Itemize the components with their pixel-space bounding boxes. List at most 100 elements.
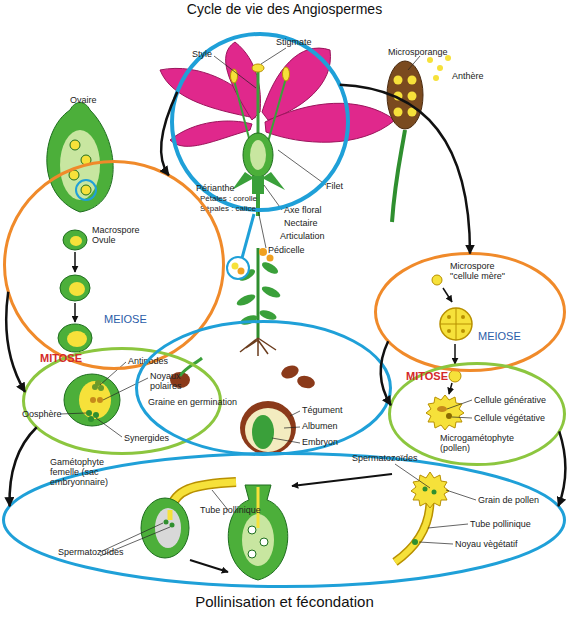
pollen-stages xyxy=(449,383,452,394)
seedling-illustration xyxy=(267,255,274,262)
ovary-illustration xyxy=(76,180,96,200)
seed-illustration xyxy=(290,411,300,416)
pollen-stages xyxy=(461,329,465,333)
cycle-arrow xyxy=(161,92,177,175)
diagram-title: Cycle de vie des Angiospermes xyxy=(0,2,569,17)
anther-illustration xyxy=(408,56,420,70)
seed-illustration xyxy=(272,438,300,443)
node-label: MITOSE xyxy=(406,370,448,382)
fertilization-illustration xyxy=(432,490,437,495)
pollen-stages xyxy=(449,370,461,382)
seedling-illustration xyxy=(232,263,239,270)
node-label: Tube pollinique xyxy=(200,506,261,516)
anther-illustration xyxy=(392,130,405,222)
node-label: Synergides xyxy=(124,434,169,444)
pollen-stages xyxy=(454,344,456,364)
stage-ellipse: MITOSE Cellule générativeCellule végétati… xyxy=(388,362,566,466)
seedling-illustration xyxy=(227,257,249,279)
flower-illustration xyxy=(226,42,261,120)
fertilization-illustration xyxy=(411,472,449,508)
flower-illustration xyxy=(232,172,254,190)
fertilization-illustration xyxy=(168,510,173,520)
pollen-stages xyxy=(456,308,457,340)
fertilization-illustration xyxy=(260,538,268,546)
flower-illustration xyxy=(160,42,395,248)
cycle-arrow xyxy=(381,341,391,405)
part-label: Ovaire xyxy=(70,96,97,106)
fertilization-illustration xyxy=(419,542,453,544)
anther-illustration xyxy=(427,57,433,63)
part-label: Gamétophyte femelle (sac embryonnaire) xyxy=(50,458,134,488)
node-label: Stigmate xyxy=(276,38,312,48)
fertilization-illustration xyxy=(395,500,430,562)
node-label: Macrospore Ovule xyxy=(92,226,156,246)
fertilization-illustration xyxy=(248,550,256,558)
ovule-stages xyxy=(74,303,76,322)
ovule-stages xyxy=(103,378,148,400)
fertilization-illustration xyxy=(446,490,476,500)
ovule-stages xyxy=(67,331,87,347)
ovary-illustration xyxy=(47,103,113,213)
fertilization-illustration xyxy=(423,487,428,492)
anther-illustration xyxy=(433,75,439,81)
ovule-stages xyxy=(69,282,85,296)
ovule-stages xyxy=(90,397,96,403)
ovule-stages xyxy=(64,374,120,426)
node-label: Cellule générative xyxy=(474,396,546,406)
flower-illustration xyxy=(252,64,264,72)
node-label: Albumen xyxy=(302,422,338,432)
pollen-stages xyxy=(447,329,451,333)
anther-illustration xyxy=(408,76,417,85)
node-label: Pétales : corolle xyxy=(200,195,257,204)
ovule-stages xyxy=(70,236,82,246)
node-label: Spermatozoïdes xyxy=(352,454,418,464)
cycle-arrow xyxy=(6,292,25,392)
seedling-illustration xyxy=(238,268,245,275)
node-label: Microgamétophyte (pollen) xyxy=(440,434,540,454)
ovule-stages xyxy=(100,362,126,385)
pollen-stages xyxy=(432,275,442,285)
ovule-stages xyxy=(63,230,87,250)
flower-illustration xyxy=(214,56,256,88)
seedling-illustration xyxy=(240,338,276,356)
node-label: Noyau vègétatif xyxy=(455,540,518,550)
node-label: Embryon xyxy=(302,438,338,448)
flower-illustration xyxy=(283,67,290,81)
ovule-stages xyxy=(60,413,86,414)
seedling-illustration xyxy=(258,308,278,322)
ovary-illustration xyxy=(81,185,91,195)
fertilization-illustration xyxy=(190,560,228,572)
diagram-caption: Pollinisation et fécondation xyxy=(0,594,569,611)
flower-illustration xyxy=(268,78,286,142)
ellipse-outline xyxy=(172,34,348,210)
node-label: Périanthe xyxy=(196,184,235,194)
ovule-stages xyxy=(58,230,148,437)
node-label: Microspore "cellule mère" xyxy=(450,262,522,282)
ovule-stages xyxy=(97,397,103,403)
seedling-illustration xyxy=(260,260,280,276)
ellipse-outline xyxy=(5,162,224,369)
node-label: Pédicelle xyxy=(268,246,305,256)
node-label: Grain de pollen xyxy=(478,496,539,506)
node-label: Style xyxy=(192,50,212,60)
anther-illustration xyxy=(437,65,443,71)
seed-illustration xyxy=(296,374,316,390)
flower-illustration xyxy=(258,210,266,248)
stage-ellipse: Macrospore OvuleMEIOSE xyxy=(3,160,225,370)
pollen-stages xyxy=(437,406,447,412)
node-label: Cellule végétative xyxy=(474,414,545,424)
pollen-stages xyxy=(461,315,465,319)
part-label: Microsporange xyxy=(388,48,448,58)
ovule-stages xyxy=(86,410,92,416)
ovary-illustration xyxy=(60,130,100,200)
anther-illustration xyxy=(394,108,403,117)
node-label: Spermatozoïdes xyxy=(58,548,124,558)
seed-illustration xyxy=(252,415,274,449)
node-label: Graine en germination xyxy=(148,398,237,408)
ellipse-outline xyxy=(3,160,225,370)
fertilization-illustration xyxy=(395,500,430,562)
ovule-stages xyxy=(88,416,94,422)
ellipse-outline xyxy=(135,320,392,456)
